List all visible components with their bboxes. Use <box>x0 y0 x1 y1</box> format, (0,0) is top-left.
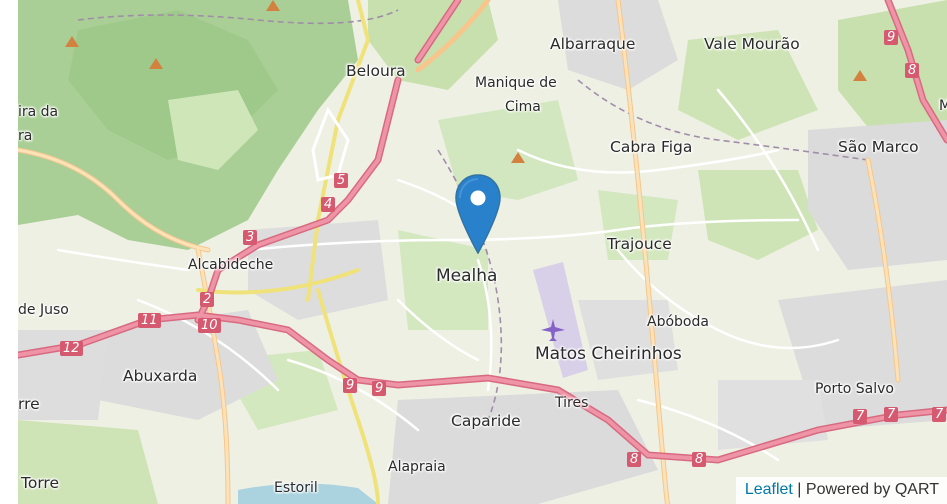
place-label: Abuxarda <box>123 367 198 385</box>
road-shield: 7 <box>853 409 868 424</box>
place-label: Trajouce <box>607 235 672 253</box>
place-label: Alapraia <box>388 459 446 475</box>
place-label: de Juso <box>18 302 69 318</box>
place-label: M <box>939 98 947 114</box>
road-shield: 7 <box>932 407 947 422</box>
leaflet-link[interactable]: Leaflet <box>744 481 793 498</box>
road-shield: 9 <box>884 30 899 45</box>
place-label: Porto Salvo <box>815 381 894 397</box>
place-label: Albarraque <box>550 35 636 53</box>
peak-icon <box>511 152 525 163</box>
road-shield: 2 <box>200 292 215 307</box>
place-label: Tires <box>555 395 589 411</box>
map-view[interactable]: Albarraque Vale Mourão Beloura Manique d… <box>18 0 947 504</box>
attribution-text: Powered by QART <box>805 481 939 498</box>
road-shield: 8 <box>905 63 920 78</box>
road-shield: 12 <box>60 341 83 356</box>
place-label: Vale Mourão <box>704 35 800 53</box>
attribution-separator: | <box>792 481 806 498</box>
peak-icon <box>853 70 867 81</box>
map-marker-icon[interactable] <box>455 174 501 254</box>
map-tiles <box>18 0 947 504</box>
place-label: Manique de <box>475 75 557 91</box>
road-shield: 9 <box>343 378 358 393</box>
place-label: Alcabideche <box>188 257 274 273</box>
airport-icon <box>541 319 565 341</box>
road-shield: 8 <box>627 452 642 467</box>
road-shield: 5 <box>334 173 349 188</box>
place-label: Beloura <box>346 62 406 80</box>
place-label: Caparide <box>451 412 521 430</box>
place-label: Matos Cheirinhos <box>535 344 682 364</box>
peak-icon <box>149 58 163 69</box>
place-label: Estoril <box>274 480 318 496</box>
place-label: São Marco <box>838 138 919 156</box>
road-shield: 11 <box>138 313 161 328</box>
road-shield: 10 <box>198 318 221 333</box>
place-label: Torre <box>21 474 59 492</box>
road-shield: 8 <box>692 452 707 467</box>
road-shield: 4 <box>321 197 336 212</box>
place-label: Cabra Figa <box>610 138 693 156</box>
road-shield: 7 <box>884 407 899 422</box>
peak-icon <box>266 0 280 11</box>
road-shield: 9 <box>372 381 387 396</box>
map-attribution: Leaflet | Powered by QART <box>735 477 947 504</box>
peak-icon <box>65 36 79 47</box>
place-label: Mealha <box>436 266 498 286</box>
place-label: ra <box>18 128 33 144</box>
place-label: Abóboda <box>647 314 709 330</box>
place-label: ira da <box>18 104 59 120</box>
road-shield: 3 <box>243 230 258 245</box>
place-label: Cima <box>505 99 541 115</box>
place-label: rre <box>18 395 40 413</box>
